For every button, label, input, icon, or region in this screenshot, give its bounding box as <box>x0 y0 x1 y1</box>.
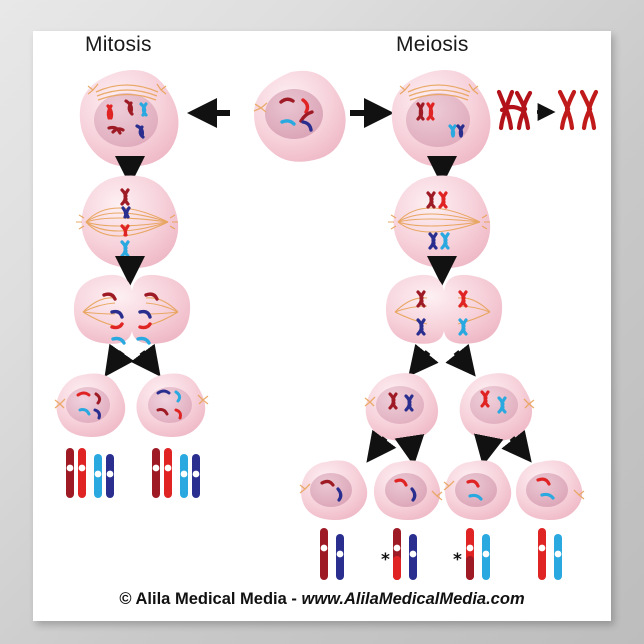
recombinant-marker-1: * <box>381 550 390 570</box>
arrow-gamete-4 <box>501 429 532 463</box>
crossing-over-inset <box>496 89 599 131</box>
meiosis-anaphase1-cell <box>385 274 503 344</box>
parent-cell <box>253 70 346 162</box>
copyright-url: www.AlilaMedicalMedia.com <box>301 590 525 608</box>
copyright-owner: Alila Medical Media <box>135 590 287 608</box>
mitosis-daughter-cell-1 <box>54 373 126 438</box>
mitosis-anaphase-cell <box>73 274 191 345</box>
meiosis-metaphase1-cell <box>388 175 491 269</box>
mitosis-metaphase-cell <box>76 175 179 269</box>
page-title-mitosis: Mitosis <box>85 33 152 56</box>
meiosis-karyotype-2 <box>393 528 417 580</box>
gamete-cell-4 <box>515 460 585 521</box>
page-title-meiosis: Meiosis <box>396 33 469 56</box>
arrow-gamete-3 <box>473 433 504 466</box>
arrow-meiosis-split-right <box>445 343 476 377</box>
recombinant-marker-2: * <box>453 550 462 570</box>
meiosis-karyotype-1 <box>320 528 344 580</box>
meiosis-karyotype-4 <box>538 528 562 580</box>
meiosis-karyotype-3 <box>466 528 490 580</box>
arrow-mitosis-split-left <box>104 343 135 377</box>
meiosis2-cell-1 <box>364 373 439 441</box>
copyright-separator: - <box>291 590 297 608</box>
arrow-gamete-1 <box>366 429 397 463</box>
meiosis2-cell-2 <box>459 373 535 441</box>
mitosis-karyotype-1 <box>66 448 114 498</box>
arrow-meiosis-split-left <box>408 343 439 377</box>
meiosis-prophase1-cell <box>391 70 491 167</box>
mitosis-prophase-cell <box>79 70 179 167</box>
arrow-gamete-2 <box>394 434 425 466</box>
gamete-cell-3 <box>443 460 512 521</box>
arrow-mitosis-split-right <box>130 343 161 377</box>
gamete-cell-1 <box>299 460 368 521</box>
mitosis-karyotype-2 <box>152 448 200 498</box>
copyright-credit: © Alila Medical Media - www.AlilaMedical… <box>0 590 644 609</box>
copyright-symbol: © <box>119 590 132 608</box>
mitosis-daughter-cell-2 <box>136 373 209 438</box>
gamete-cell-2 <box>373 460 443 521</box>
